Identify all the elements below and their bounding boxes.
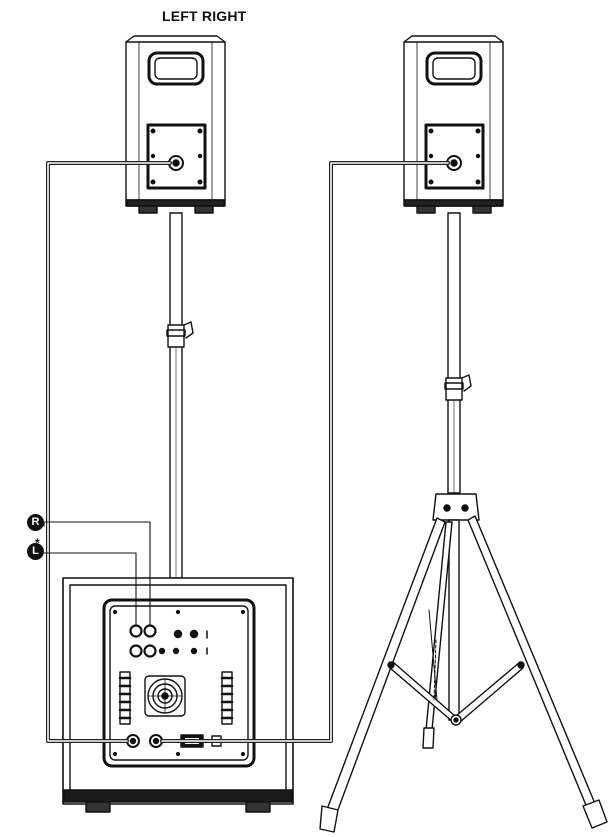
right-input-line bbox=[43, 521, 151, 627]
left-vent bbox=[118, 671, 132, 725]
right-speaker-pole bbox=[444, 212, 472, 494]
right-speaker bbox=[403, 35, 504, 214]
left-input-line bbox=[43, 552, 137, 627]
tripod-stand bbox=[319, 493, 608, 833]
right-input-badge: R bbox=[27, 514, 44, 531]
left-speaker-pole bbox=[166, 212, 194, 579]
subwoofer bbox=[62, 577, 294, 813]
fan-grille bbox=[144, 675, 186, 717]
left-input-badge: L bbox=[27, 543, 44, 560]
right-vent bbox=[220, 671, 234, 725]
diagram-title: LEFT RIGHT bbox=[162, 8, 247, 24]
left-speaker bbox=[125, 35, 226, 214]
